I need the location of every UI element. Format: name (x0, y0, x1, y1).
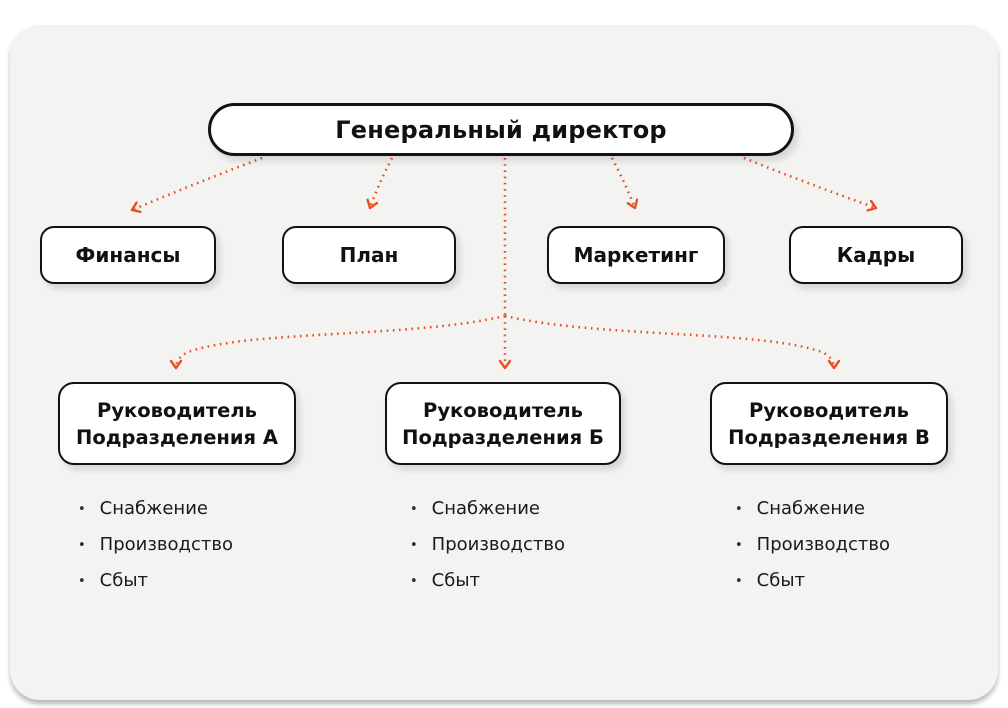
list-item: Сбыт (735, 562, 890, 598)
node-marketing-label: Маркетинг (573, 243, 699, 267)
division-b-line2: Подразделения Б (402, 425, 604, 449)
node-division-head-v: Руководитель Подразделения В (710, 382, 948, 465)
list-item: Производство (410, 526, 565, 562)
list-item: Производство (78, 526, 233, 562)
division-v-function-list: Снабжение Производство Сбыт (735, 490, 890, 598)
node-plan: План (282, 226, 456, 284)
node-finance-label: Финансы (75, 243, 181, 267)
node-general-director-label: Генеральный директор (335, 115, 667, 144)
list-item: Снабжение (410, 490, 565, 526)
division-v-line1: Руководитель (749, 398, 909, 422)
division-a-line2: Подразделения А (76, 425, 278, 449)
node-hr-label: Кадры (836, 243, 916, 267)
division-b-function-list: Снабжение Производство Сбыт (410, 490, 565, 598)
node-plan-label: План (339, 243, 399, 267)
division-a-line1: Руководитель (97, 398, 257, 422)
list-item: Сбыт (410, 562, 565, 598)
node-division-head-b: Руководитель Подразделения Б (385, 382, 621, 465)
list-item: Снабжение (735, 490, 890, 526)
division-b-line1: Руководитель (423, 398, 583, 422)
list-item: Сбыт (78, 562, 233, 598)
node-division-head-a: Руководитель Подразделения А (58, 382, 296, 465)
division-v-line2: Подразделения В (728, 425, 930, 449)
list-item: Производство (735, 526, 890, 562)
node-marketing: Маркетинг (547, 226, 725, 284)
node-hr: Кадры (789, 226, 963, 284)
node-finance: Финансы (40, 226, 216, 284)
list-item: Снабжение (78, 490, 233, 526)
node-general-director: Генеральный директор (208, 103, 794, 156)
division-a-function-list: Снабжение Производство Сбыт (78, 490, 233, 598)
